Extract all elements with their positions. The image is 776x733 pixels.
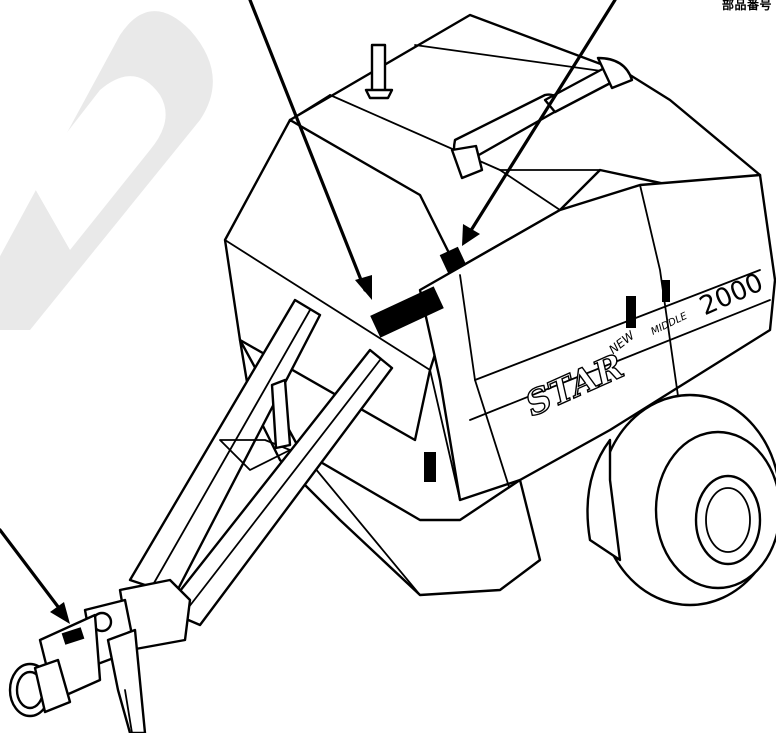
hitch-block bbox=[38, 578, 192, 733]
top-post bbox=[364, 43, 394, 100]
decal-hitch bbox=[61, 627, 85, 645]
side-body bbox=[418, 173, 776, 502]
corner-label: 部品番号 bbox=[721, 0, 772, 12]
decal-top-small bbox=[439, 246, 467, 274]
hydraulic-cylinder bbox=[450, 56, 634, 180]
decal-side-2 bbox=[662, 280, 670, 302]
decal-lower bbox=[424, 452, 436, 482]
watermark-shape bbox=[0, 11, 213, 330]
decal-side-1 bbox=[626, 296, 636, 328]
pointer-arrows bbox=[0, 0, 617, 624]
pto-coupler bbox=[8, 658, 72, 718]
wheel bbox=[586, 393, 776, 607]
decal-front-large bbox=[370, 286, 444, 338]
lower-body bbox=[238, 338, 542, 597]
